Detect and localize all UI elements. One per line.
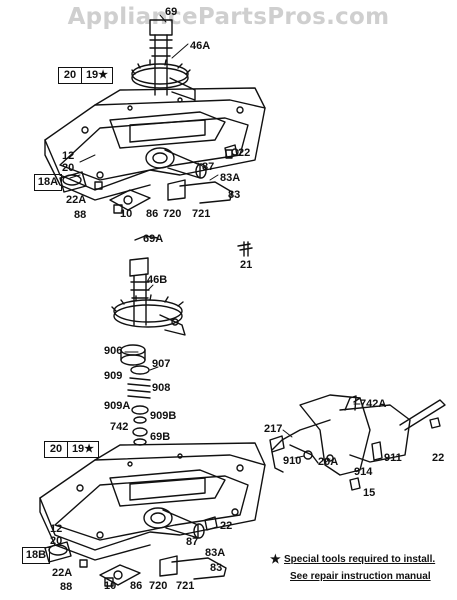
callout-22-detail: 22 [432, 452, 445, 464]
callout-721: 721 [192, 208, 211, 220]
callout-217: 217 [264, 423, 283, 435]
callout-12-bottom: 12 [50, 523, 63, 535]
callout-721-bottom: 721 [176, 580, 195, 592]
callout-20: 20 [62, 162, 75, 174]
callout-box-20-bottom: 20 [44, 441, 68, 458]
callout-69A: 69A [143, 233, 164, 245]
callout-907: 907 [152, 358, 171, 370]
callout-18B: 18B [22, 547, 50, 564]
callout-906: 906 [104, 345, 123, 357]
top-small-parts [59, 144, 238, 214]
callout-86-bottom: 86 [130, 580, 143, 592]
top-cam-gear [131, 19, 196, 101]
middle-clip-21 [237, 241, 253, 257]
callout-911: 911 [384, 452, 402, 464]
callout-20-bottom: 20 [50, 535, 63, 547]
callout-22-bottom: 22 [220, 520, 233, 532]
callout-69: 69 [165, 6, 178, 18]
callout-720-bottom: 720 [149, 580, 168, 592]
callout-10-bottom: 10 [104, 580, 117, 592]
callout-46A: 46A [190, 40, 211, 52]
callout-742: 742 [110, 421, 129, 433]
governor-detail-assembly [269, 394, 446, 491]
callout-83-bottom: 83 [210, 562, 223, 574]
callout-88-bottom: 88 [60, 581, 73, 593]
callout-87-bottom: 87 [186, 536, 199, 548]
bottom-small-parts [44, 516, 227, 587]
callout-909A: 909A [104, 400, 131, 412]
middle-cam-shaft [111, 235, 186, 336]
callout-10: 10 [120, 208, 133, 220]
callout-83A-bottom: 83A [205, 547, 226, 559]
callout-909B: 909B [150, 410, 177, 422]
callout-12: 12 [62, 150, 75, 162]
callout-908: 908 [152, 382, 171, 394]
callout-20A: 20A [318, 456, 339, 468]
callout-22: 22 [238, 147, 251, 159]
callout-46B: 46B [147, 274, 168, 286]
callout-21: 21 [240, 259, 253, 271]
footnote-line-2: See repair instruction manual [290, 571, 431, 582]
callout-box-20: 20 [58, 67, 82, 84]
middle-governor-stack [120, 344, 151, 446]
callout-83A: 83A [220, 172, 241, 184]
callout-box-19-bottom: 19★ [67, 441, 99, 458]
callout-909: 909 [104, 370, 123, 382]
bottom-sump-cover [39, 442, 266, 561]
callout-18A: 18A [34, 174, 62, 191]
callout-box-19: 19★ [81, 67, 113, 84]
callout-22A: 22A [66, 194, 87, 206]
callout-88: 88 [74, 209, 87, 221]
watermark: AppliancePartsPros.com [67, 4, 390, 30]
callout-83: 83 [228, 189, 241, 201]
callout-15: 15 [363, 487, 376, 499]
callout-22A-bottom: 22A [52, 567, 73, 579]
callout-910: 910 [283, 455, 302, 467]
callout-87: 87 [202, 161, 215, 173]
top-sump-cover [44, 87, 266, 201]
footnote-line-1: Special tools required to install. [284, 554, 436, 565]
callout-86: 86 [146, 208, 159, 220]
footnote-star-icon: ★ [270, 552, 281, 566]
callout-69B: 69B [150, 431, 171, 443]
callout-914: 914 [354, 466, 373, 478]
leader-lines [69, 14, 361, 463]
callout-742A: 742A [360, 398, 387, 410]
callout-720: 720 [163, 208, 182, 220]
